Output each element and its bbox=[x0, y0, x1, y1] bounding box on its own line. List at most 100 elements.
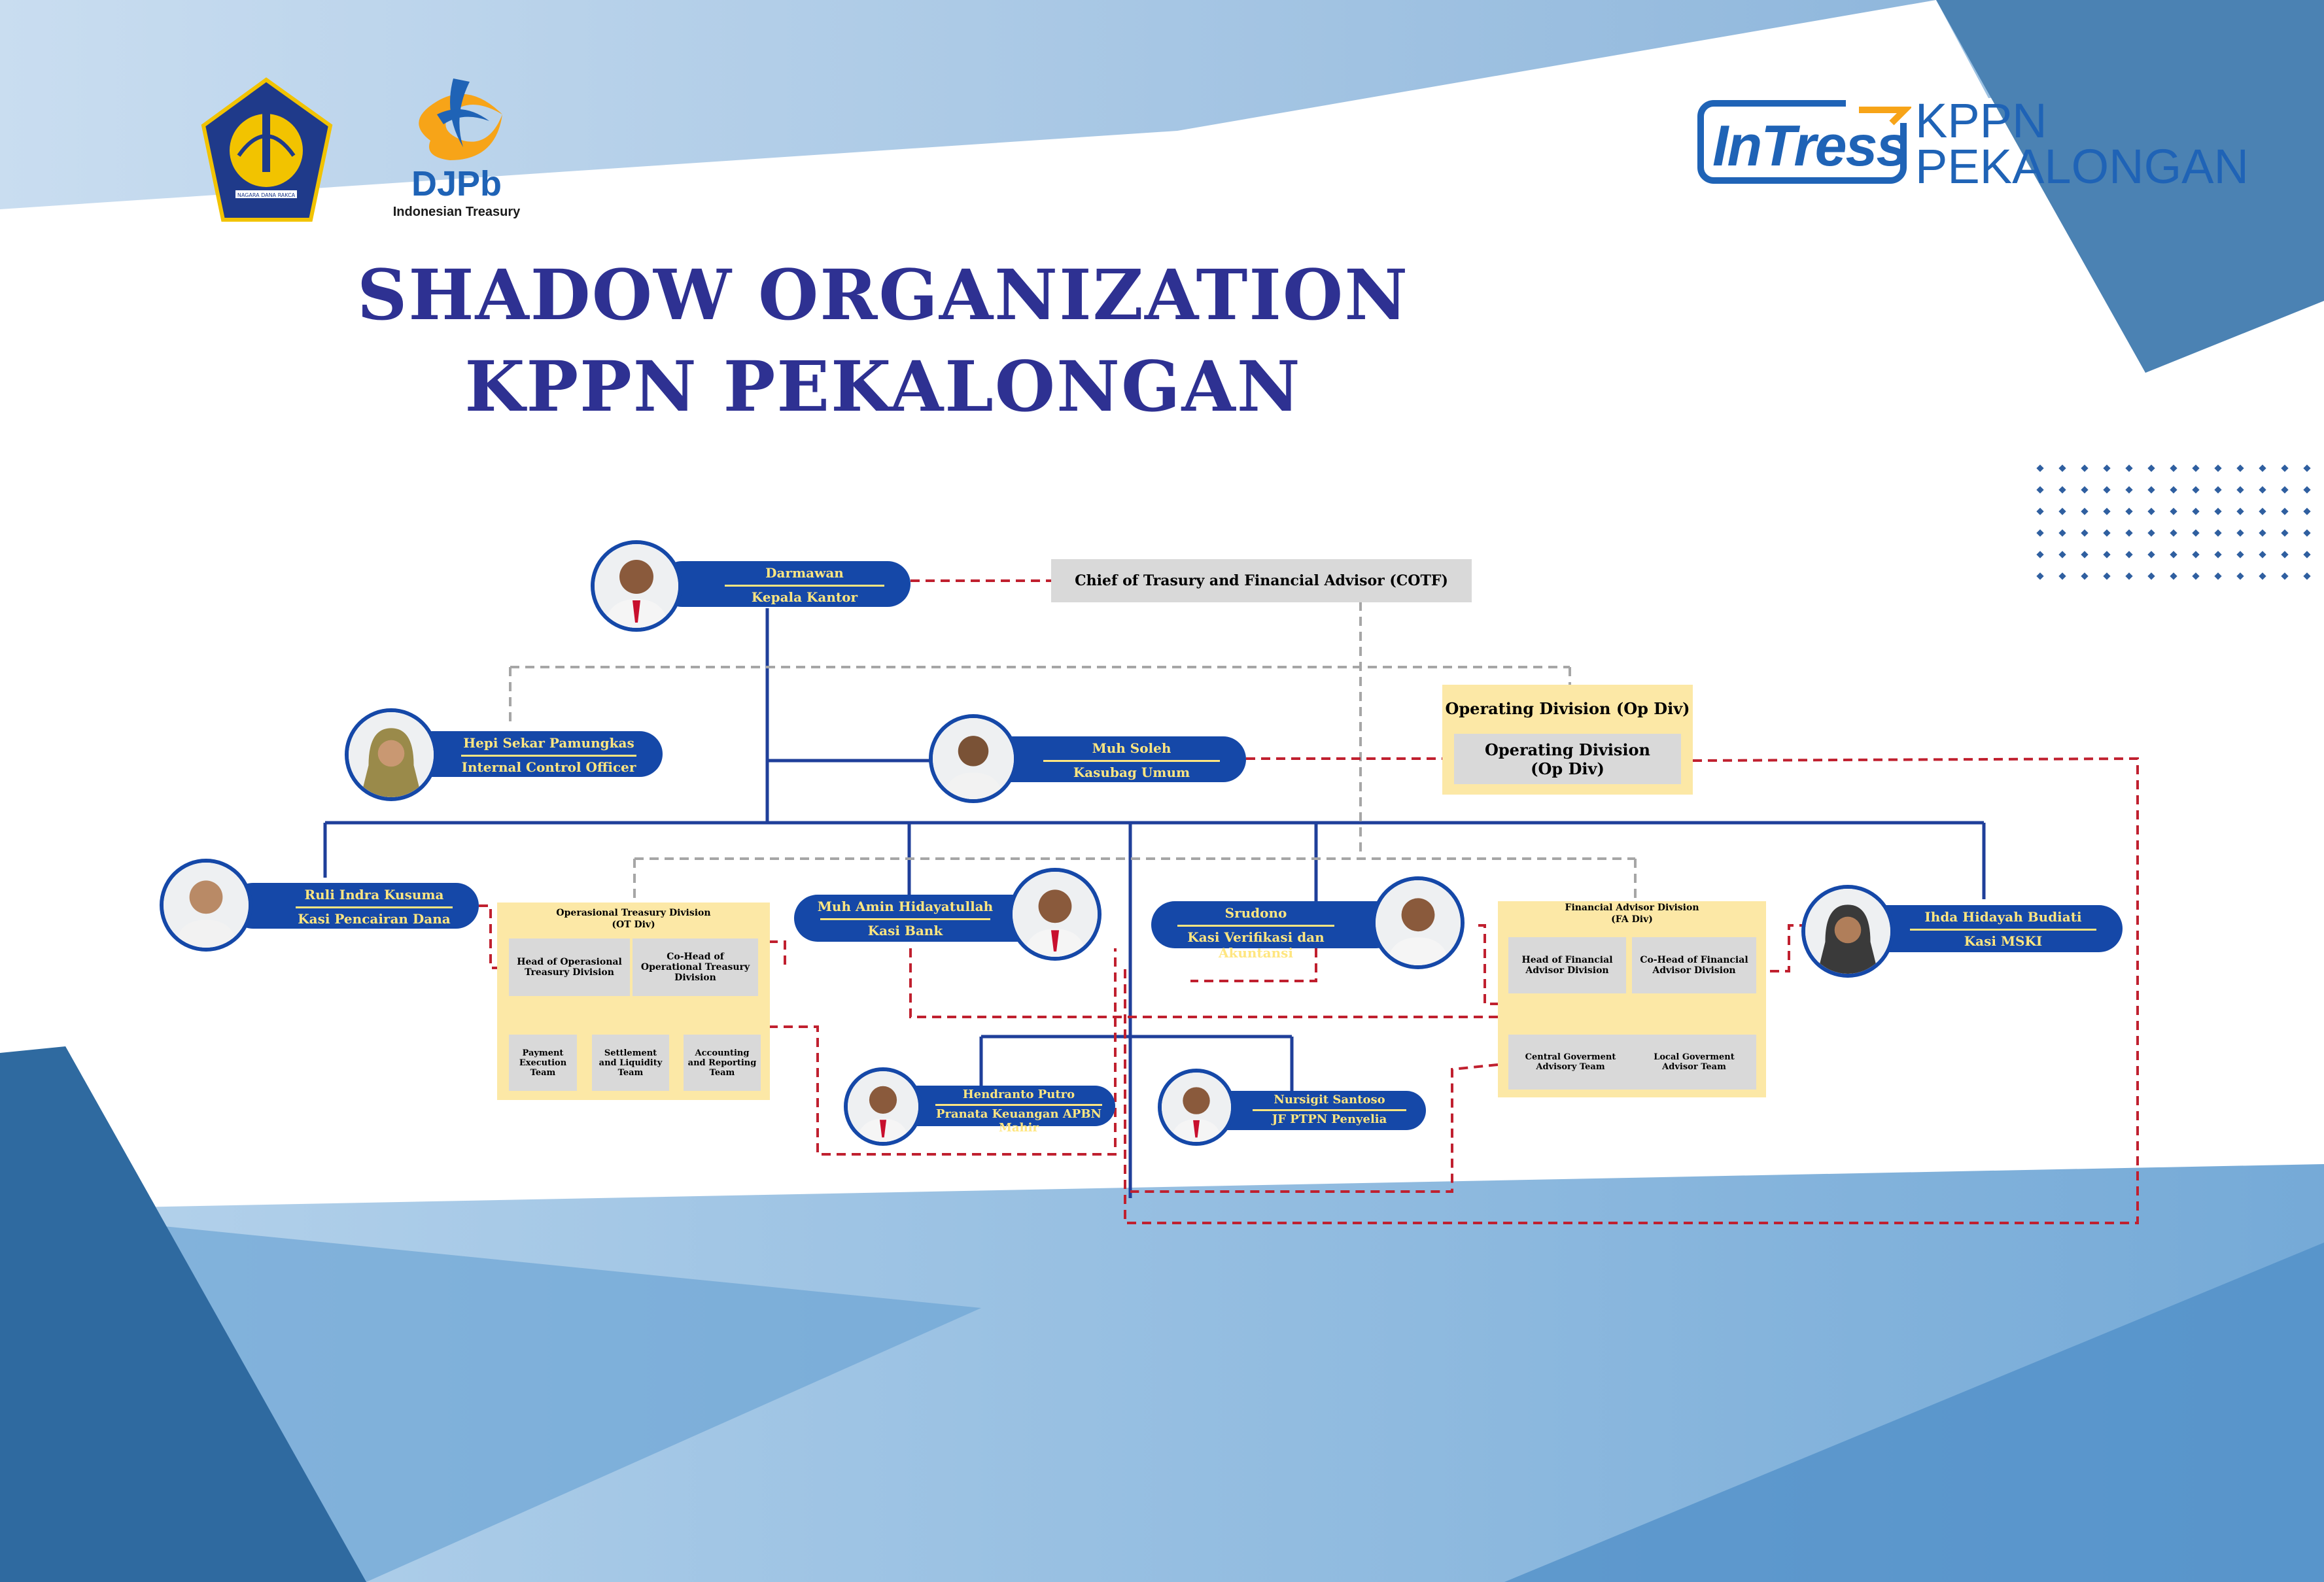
dot bbox=[2281, 551, 2289, 559]
dot bbox=[2281, 529, 2289, 537]
intress-frame-icon bbox=[1697, 97, 1913, 184]
dot bbox=[2259, 507, 2266, 515]
person-photo-icon bbox=[349, 712, 434, 797]
avatar-hendranto bbox=[844, 1067, 922, 1146]
dot bbox=[2125, 464, 2133, 472]
dot bbox=[2058, 572, 2066, 580]
op-div-title: Operating Division (Op Div) bbox=[1445, 699, 1690, 718]
dot bbox=[2036, 486, 2044, 494]
dot bbox=[2303, 529, 2311, 537]
dot bbox=[2125, 551, 2133, 559]
person-name: Ihda Hidayah Budiati bbox=[1924, 909, 2082, 925]
op-div-inner-line1: Operating Division bbox=[1484, 740, 1651, 759]
person-card-ihda: Ihda Hidayah Budiati Kasi MSKI bbox=[1858, 905, 2123, 952]
djpb-swirl-icon bbox=[419, 78, 502, 160]
dot bbox=[2214, 572, 2222, 580]
person-role: Kasi MSKI bbox=[1910, 929, 2096, 949]
fa-div-cohead-box: Co-Head of Financial Advisor Division bbox=[1632, 937, 1756, 993]
dot bbox=[2236, 551, 2244, 559]
dot bbox=[2214, 529, 2222, 537]
person-card-nursigit: Nursigit Santoso JF PTPN Penyelia bbox=[1207, 1091, 1426, 1130]
person-photo-icon bbox=[595, 544, 678, 628]
dot bbox=[2147, 464, 2155, 472]
dot bbox=[2147, 529, 2155, 537]
fa-div-box: Financial Advisor Division (FA Div) Head… bbox=[1498, 901, 1766, 1097]
person-role: Kepala Kantor bbox=[725, 585, 884, 605]
page-title-line1: SHADOW ORGANIZATION bbox=[356, 254, 1410, 335]
fa-div-title-line1: Financial Advisor Division bbox=[1565, 903, 1699, 913]
dot bbox=[2259, 572, 2266, 580]
ot-div-head-box: Head of Operasional Treasury Division bbox=[509, 938, 630, 996]
person-photo-icon bbox=[933, 718, 1014, 799]
person-role: JF PTPN Penyelia bbox=[1253, 1109, 1406, 1126]
avatar-ruli bbox=[160, 859, 252, 952]
fa-div-title-line2: (FA Div) bbox=[1611, 914, 1653, 925]
person-photo-icon bbox=[1162, 1073, 1231, 1142]
dot bbox=[2303, 572, 2311, 580]
person-photo-icon bbox=[1013, 872, 1098, 957]
local-gov-advisor-team-box: Local Goverment Advisor Team bbox=[1632, 1035, 1756, 1090]
dot bbox=[2236, 486, 2244, 494]
avatar-srudono bbox=[1372, 876, 1465, 969]
bottom-left-triangle-front bbox=[0, 1046, 366, 1582]
djpb-logo: DJPb Indonesian Treasury bbox=[391, 75, 522, 222]
dot bbox=[2103, 551, 2111, 559]
avatar-ihda bbox=[1801, 885, 1894, 978]
dot bbox=[2259, 464, 2266, 472]
dot bbox=[2170, 507, 2177, 515]
dot bbox=[2058, 529, 2066, 537]
fa-div-head-box: Head of Financial Advisor Division bbox=[1508, 937, 1626, 993]
ot-div-title-line1: Operasional Treasury Division bbox=[556, 908, 711, 918]
dot bbox=[2081, 551, 2089, 559]
op-div-box: Operating Division (Op Div) Operating Di… bbox=[1442, 685, 1693, 795]
avatar-muh-soleh bbox=[929, 714, 1018, 803]
dot bbox=[2192, 464, 2200, 472]
dot bbox=[2081, 507, 2089, 515]
dot bbox=[2170, 551, 2177, 559]
person-name: Nursigit Santoso bbox=[1274, 1093, 1385, 1107]
person-card-srudono: Srudono Kasi Verifikasi dan Akuntansi bbox=[1151, 901, 1400, 961]
dot bbox=[2303, 486, 2311, 494]
kemenkeu-logo: NAGARA DANA RAKCA bbox=[199, 77, 334, 224]
dot bbox=[2036, 572, 2044, 580]
settlement-liquidity-team-label: Settlement and Liquidity Team bbox=[598, 1048, 663, 1078]
dot bbox=[2303, 464, 2311, 472]
person-role: Pranata Keuangan APBN Mahir bbox=[935, 1104, 1102, 1135]
person-role: Kasi Bank bbox=[820, 918, 990, 938]
dot bbox=[2103, 486, 2111, 494]
dot-grid bbox=[2036, 464, 2311, 580]
dot bbox=[2125, 529, 2133, 537]
dot bbox=[2125, 507, 2133, 515]
kemenkeu-emblem-icon: NAGARA DANA RAKCA bbox=[201, 77, 333, 222]
payment-execution-team-box: Payment Execution Team bbox=[509, 1035, 577, 1091]
dot bbox=[2303, 507, 2311, 515]
person-card-hepi: Hepi Sekar Pamungkas Internal Control Of… bbox=[402, 731, 663, 777]
central-gov-advisory-team-label: Central Goverment Advisory Team bbox=[1525, 1052, 1616, 1072]
avatar-muh-amin bbox=[1009, 868, 1101, 961]
dot bbox=[2281, 464, 2289, 472]
person-name: Muh Amin Hidayatullah bbox=[817, 899, 994, 914]
dot bbox=[2036, 529, 2044, 537]
dot bbox=[2214, 507, 2222, 515]
cotf-box: Chief of Trasury and Financial Advisor (… bbox=[1051, 559, 1472, 602]
dot bbox=[2214, 486, 2222, 494]
person-role: Kasi Verifikasi dan Akuntansi bbox=[1177, 925, 1334, 961]
dot bbox=[2236, 464, 2244, 472]
person-name: Ruli Indra Kusuma bbox=[304, 887, 444, 903]
dot bbox=[2036, 507, 2044, 515]
fa-div-head-label: Head of Financial Advisor Division bbox=[1521, 955, 1613, 976]
dot bbox=[2081, 464, 2089, 472]
intress-logo: InTress bbox=[1695, 97, 1913, 188]
dot bbox=[2147, 486, 2155, 494]
dot bbox=[2192, 529, 2200, 537]
fa-div-cohead-label: Co-Head of Financial Advisor Division bbox=[1640, 955, 1748, 976]
intress-logo-text: InTress bbox=[1712, 113, 1908, 178]
accounting-reporting-team-box: Accounting and Reporting Team bbox=[684, 1035, 761, 1091]
accounting-reporting-team-label: Accounting and Reporting Team bbox=[687, 1048, 757, 1078]
dot bbox=[2192, 486, 2200, 494]
avatar-darmawan bbox=[591, 540, 682, 632]
dot bbox=[2125, 486, 2133, 494]
dot bbox=[2147, 507, 2155, 515]
person-role: Kasubag Umum bbox=[1043, 760, 1220, 780]
